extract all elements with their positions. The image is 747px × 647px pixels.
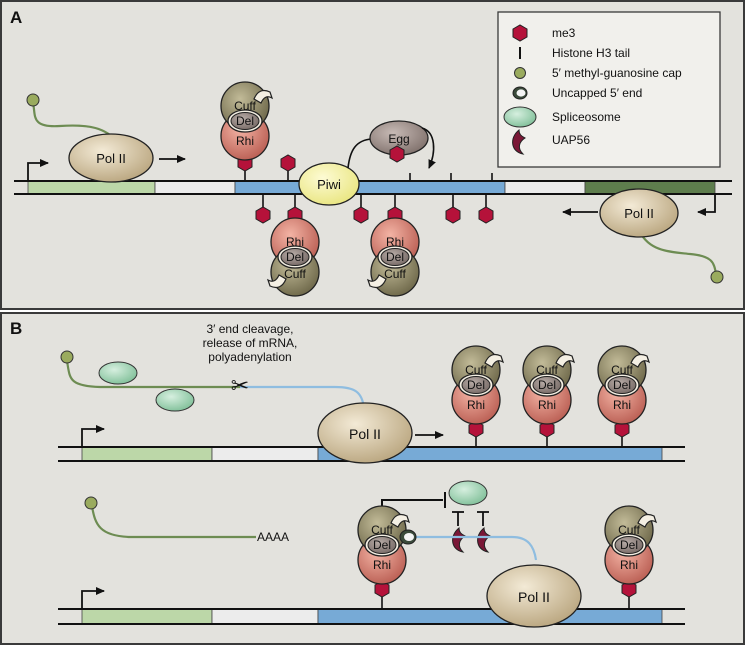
spliceosome-icon — [503, 106, 537, 128]
piwi-protein — [298, 162, 360, 206]
rhi-label: Rhi — [467, 398, 485, 412]
legend-label-uap56: UAP56 — [552, 133, 590, 147]
legend-label-cap: 5′ methyl-guanosine cap — [552, 66, 682, 80]
uncapped-5prime-end — [399, 529, 417, 545]
piwi-label: Piwi — [317, 177, 341, 192]
scissors-icon: ✂ — [231, 373, 249, 398]
rhi-label: Rhi — [373, 558, 391, 572]
piwi-egg-link — [347, 138, 373, 169]
methyl-cap — [84, 496, 98, 510]
tss-arrow — [697, 194, 716, 216]
pol2-complex — [68, 133, 154, 183]
methyl-cap — [60, 350, 74, 364]
egg-methylation-arrow — [421, 127, 436, 169]
panel-b: B 3′ end cleavage, release of mRNA, poly… — [0, 312, 745, 645]
del-label: Del — [236, 114, 254, 128]
spliceosome — [448, 480, 488, 506]
pol2-label: Pol II — [518, 589, 550, 605]
legend-label-me3: me3 — [552, 26, 576, 40]
rhi-del-cuff-complex: Cuff Del Rhi — [604, 505, 657, 609]
panel-b-label: B — [10, 319, 22, 338]
me3-mark — [255, 206, 271, 224]
del-label: Del — [538, 378, 556, 392]
cleavage-annotation-line1: 3′ end cleavage, — [207, 322, 294, 336]
polyadenylated-mrna — [90, 505, 256, 539]
rhi-del-cuff-complex: Rhi Del Cuff — [367, 217, 420, 297]
spliceosome — [98, 361, 138, 385]
polya-tail-label: AAAA — [257, 530, 289, 544]
del-label: Del — [286, 250, 304, 264]
rhi-del-cuff-complex: Cuff Del Rhi — [357, 505, 410, 609]
egg-label: Egg — [388, 132, 409, 146]
me3-mark — [389, 145, 405, 163]
rhi-del-cuff-complex: Cuff Del Rhi — [522, 345, 575, 447]
rhi-del-cuff-complex: Rhi Del Cuff — [267, 217, 320, 297]
cuff-label: Cuff — [371, 523, 393, 537]
panel-a-label: A — [10, 8, 22, 27]
methyl-guanosine-cap-icon — [514, 67, 526, 79]
me3-mark — [353, 206, 369, 224]
cuff-label: Cuff — [384, 267, 406, 281]
del-label: Del — [373, 538, 391, 552]
del-label: Del — [467, 378, 485, 392]
cuff-label: Cuff — [465, 363, 487, 377]
rhi-label: Rhi — [538, 398, 556, 412]
rhi-label: Rhi — [286, 235, 304, 249]
rhi-del-cuff-complex: Cuff Del Rhi — [597, 345, 650, 447]
del-label: Del — [613, 378, 631, 392]
me3-mark — [478, 206, 494, 224]
pol2-complex — [486, 564, 582, 628]
tss-arrow — [81, 587, 105, 609]
me3-hexagon-icon — [512, 24, 528, 42]
rhi-label: Rhi — [386, 235, 404, 249]
dna-strand-a — [14, 180, 732, 195]
cleavage-annotation-line3: polyadenylation — [208, 350, 291, 364]
cleavage-annotation-line2: release of mRNA, — [203, 336, 298, 350]
legend: me3 Histone H3 tail 5′ methyl-guanosine … — [497, 11, 721, 168]
cuff-label: Cuff — [618, 523, 640, 537]
rhi-label: Rhi — [236, 134, 254, 148]
methyl-cap — [710, 270, 724, 284]
cuff-label: Cuff — [536, 363, 558, 377]
pol2-label: Pol II — [624, 206, 654, 221]
legend-label-histone: Histone H3 tail — [552, 46, 630, 60]
rhi-del-cuff-complex: Cuff Del Rhi — [220, 81, 273, 161]
pol2-label: Pol II — [349, 426, 381, 442]
rhi-label: Rhi — [613, 398, 631, 412]
cuff-label: Cuff — [234, 99, 256, 113]
me3-mark — [445, 206, 461, 224]
pol2-complex — [317, 402, 413, 464]
pol2-label: Pol II — [96, 151, 126, 166]
nascent-rna-uncapped — [413, 535, 538, 561]
tss-arrow — [27, 159, 49, 181]
del-label: Del — [620, 538, 638, 552]
capped-rna-a-right — [639, 231, 718, 275]
capped-rna-a-left — [31, 102, 119, 143]
tss-arrow — [81, 425, 105, 447]
pol2-complex — [599, 188, 679, 238]
rhi-label: Rhi — [620, 558, 638, 572]
spliceosome — [155, 388, 195, 412]
rhi-del-cuff-complex: Cuff Del Rhi — [451, 345, 504, 447]
me3-mark — [280, 154, 296, 172]
cuff-label: Cuff — [284, 267, 306, 281]
panel-a: A — [0, 0, 745, 310]
methyl-cap — [26, 93, 40, 107]
capped-rna-b-top — [65, 360, 240, 389]
dna-strand-b-bottom — [58, 608, 685, 625]
cuff-label: Cuff — [611, 363, 633, 377]
uncapped-end-icon — [512, 86, 528, 100]
legend-label-spliceosome: Spliceosome — [552, 110, 621, 124]
del-label: Del — [386, 250, 404, 264]
legend-label-uncapped: Uncapped 5′ end — [552, 86, 642, 100]
